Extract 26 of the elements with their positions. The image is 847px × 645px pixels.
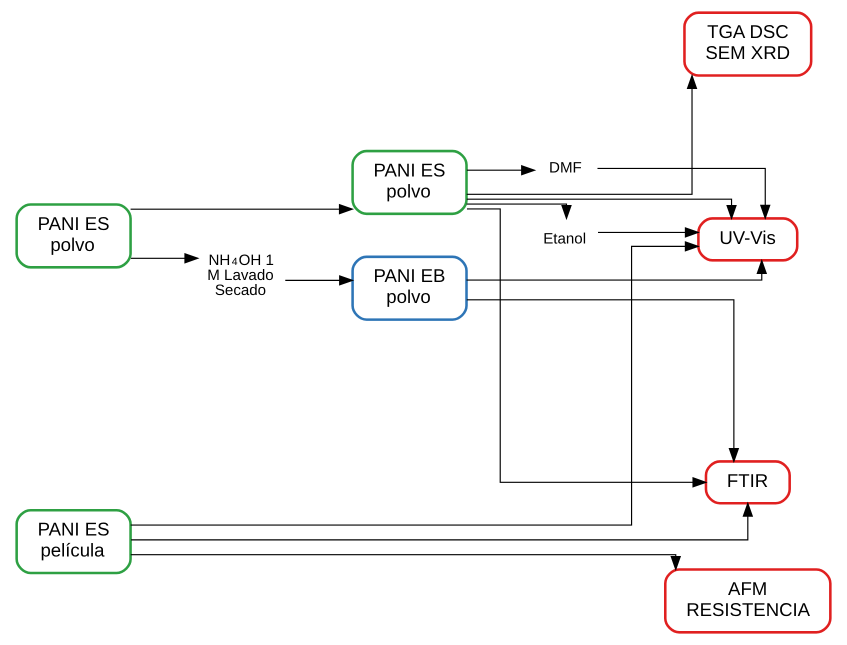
node-text: DMF (549, 159, 582, 176)
node-box: PANI ES polvo (15, 203, 132, 269)
node-text: NH4OH 1 M Lavado Secado (207, 252, 274, 300)
node-box: UV-Vis (697, 217, 798, 262)
arrow (466, 164, 536, 176)
arrow (130, 204, 354, 214)
arrow (466, 299, 740, 464)
arrow (130, 554, 682, 572)
arrow (597, 168, 771, 220)
arrow (466, 203, 572, 220)
arrow (466, 208, 708, 488)
node-box: FTIR (704, 460, 791, 505)
arrow (131, 502, 754, 540)
arrow (130, 241, 700, 526)
arrow (466, 198, 737, 220)
arrow (598, 227, 700, 238)
arrow (285, 275, 354, 286)
node-text: Etanol (543, 230, 586, 248)
arrow (466, 258, 768, 281)
node-box: TGA DSC SEM XRD (683, 11, 812, 77)
node-box: AFM RESISTENCIA (664, 568, 832, 634)
arrow (466, 74, 698, 195)
node-box: PANI ES polvo (351, 150, 468, 216)
arrow (130, 252, 200, 264)
node-box: PANI EB polvo (351, 256, 468, 321)
node-box: PANI ES película (15, 508, 132, 574)
